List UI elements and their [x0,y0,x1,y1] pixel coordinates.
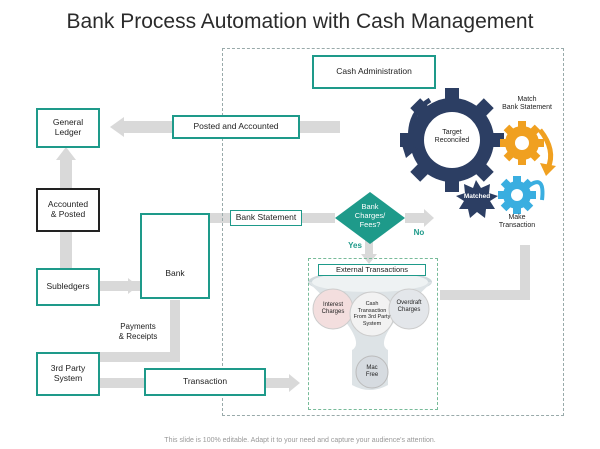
make-transaction-label: Make Transaction [498,214,536,230]
transaction-label: Transaction [182,376,228,387]
arrow-yes [365,238,373,258]
arrow-up-to-gears [520,245,530,300]
accounted-posted-box: Accounted & Posted [36,188,100,232]
decision-diamond [335,192,405,244]
third-party-system-label: 3rd Party System [50,363,86,383]
cycle-arrow-left [408,97,432,151]
subledgers-box: Subledgers [36,268,100,306]
general-ledger-label: General Ledger [52,117,84,137]
payments-receipts-label: Payments & Receipts [118,322,158,341]
posted-accounted-label: Posted and Accounted [193,121,279,132]
bank-label: Bank [165,268,185,279]
interest-charges-label: Interest Charges [321,302,345,316]
arrow-head-general-ledger [110,117,124,137]
make-transaction-gear [498,176,536,214]
matched-starburst [456,180,498,218]
yes-label: Yes [348,241,362,250]
bank-statement-label: Bank Statement [235,212,297,223]
subledgers-label: Subledgers [46,281,90,292]
arrow-bank-to-subledgers [100,281,140,291]
matched-label: Matched [463,193,491,200]
overdraft-charges-bubble [388,288,430,330]
arrow-payments-vertical [170,300,180,362]
posted-accounted-box: Posted and Accounted [172,115,300,139]
mac-free-bubble [355,355,389,389]
page-title: Bank Process Automation with Cash Manage… [66,10,534,33]
cycle-arrow-bottom [528,180,545,201]
arrow-subledgers-to-accounted [60,232,72,268]
cash-transaction-label: Cash Transaction From 3rd Party System [353,301,391,327]
arrow-head-subledgers [128,278,138,294]
cash-administration-box: Cash Administration [312,55,436,89]
transaction-box: Transaction [144,368,266,396]
arrow-accounted-to-ledger [60,156,72,188]
arrow-head-transaction [289,374,300,392]
target-reconciled-gear [400,88,504,192]
overdraft-charges-label: Overdraft Charges [396,300,422,314]
arrow-head-yes [361,254,377,264]
match-bank-statement-label: Match Bank Statement [502,96,552,112]
arrow-posted-right [300,121,340,133]
external-transactions-box: External Transactions [318,264,426,276]
decision-label: Bank Charges/ Fees? [354,202,386,229]
footer-note: This slide is 100% editable. Adapt it to… [164,437,436,444]
cash-administration-region [222,48,564,416]
external-transactions-region [308,258,438,410]
arrow-head-ledger-up [56,147,76,160]
bank-box: Bank [140,213,210,299]
accounted-posted-label: Accounted & Posted [47,199,89,219]
external-transactions-label: External Transactions [335,264,409,274]
mac-free-label: Mac Free [365,365,379,379]
bank-statement-box: Bank Statement [230,210,302,226]
third-party-system-box: 3rd Party System [36,352,100,396]
target-reconciled-label: Target Reconciled [434,129,470,145]
arrow-payments-horizontal [100,352,180,362]
arrow-head-no [424,209,434,227]
arrow-no [405,213,427,223]
no-label: No [413,228,425,237]
arrow-ext-to-gears [440,290,530,300]
general-ledger-box: General Ledger [36,108,100,148]
cash-administration-label: Cash Administration [336,66,412,77]
